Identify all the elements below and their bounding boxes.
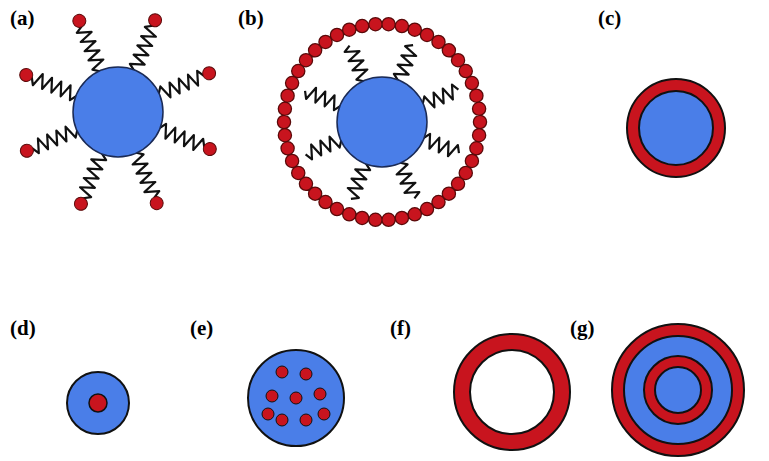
panel-label: (f) (390, 318, 411, 339)
panel-label: (g) (570, 318, 595, 339)
dot-ring-outline (284, 24, 480, 220)
panel-label: (d) (10, 318, 36, 339)
embedded-dots-particle (248, 350, 344, 446)
ligand-particle (18, 12, 219, 213)
core-shell (627, 79, 725, 177)
small-core-particle (67, 372, 129, 434)
core (337, 77, 427, 167)
panel-label: (c) (598, 8, 621, 29)
panel-label: (b) (238, 8, 264, 29)
panel-label: (e) (190, 318, 213, 339)
multi-shell (612, 324, 744, 456)
core (73, 67, 163, 157)
hollow-shell (454, 334, 570, 450)
dot-ring (284, 24, 480, 220)
panel-label: (a) (10, 8, 35, 29)
shell-of-dots-particle (284, 24, 480, 220)
